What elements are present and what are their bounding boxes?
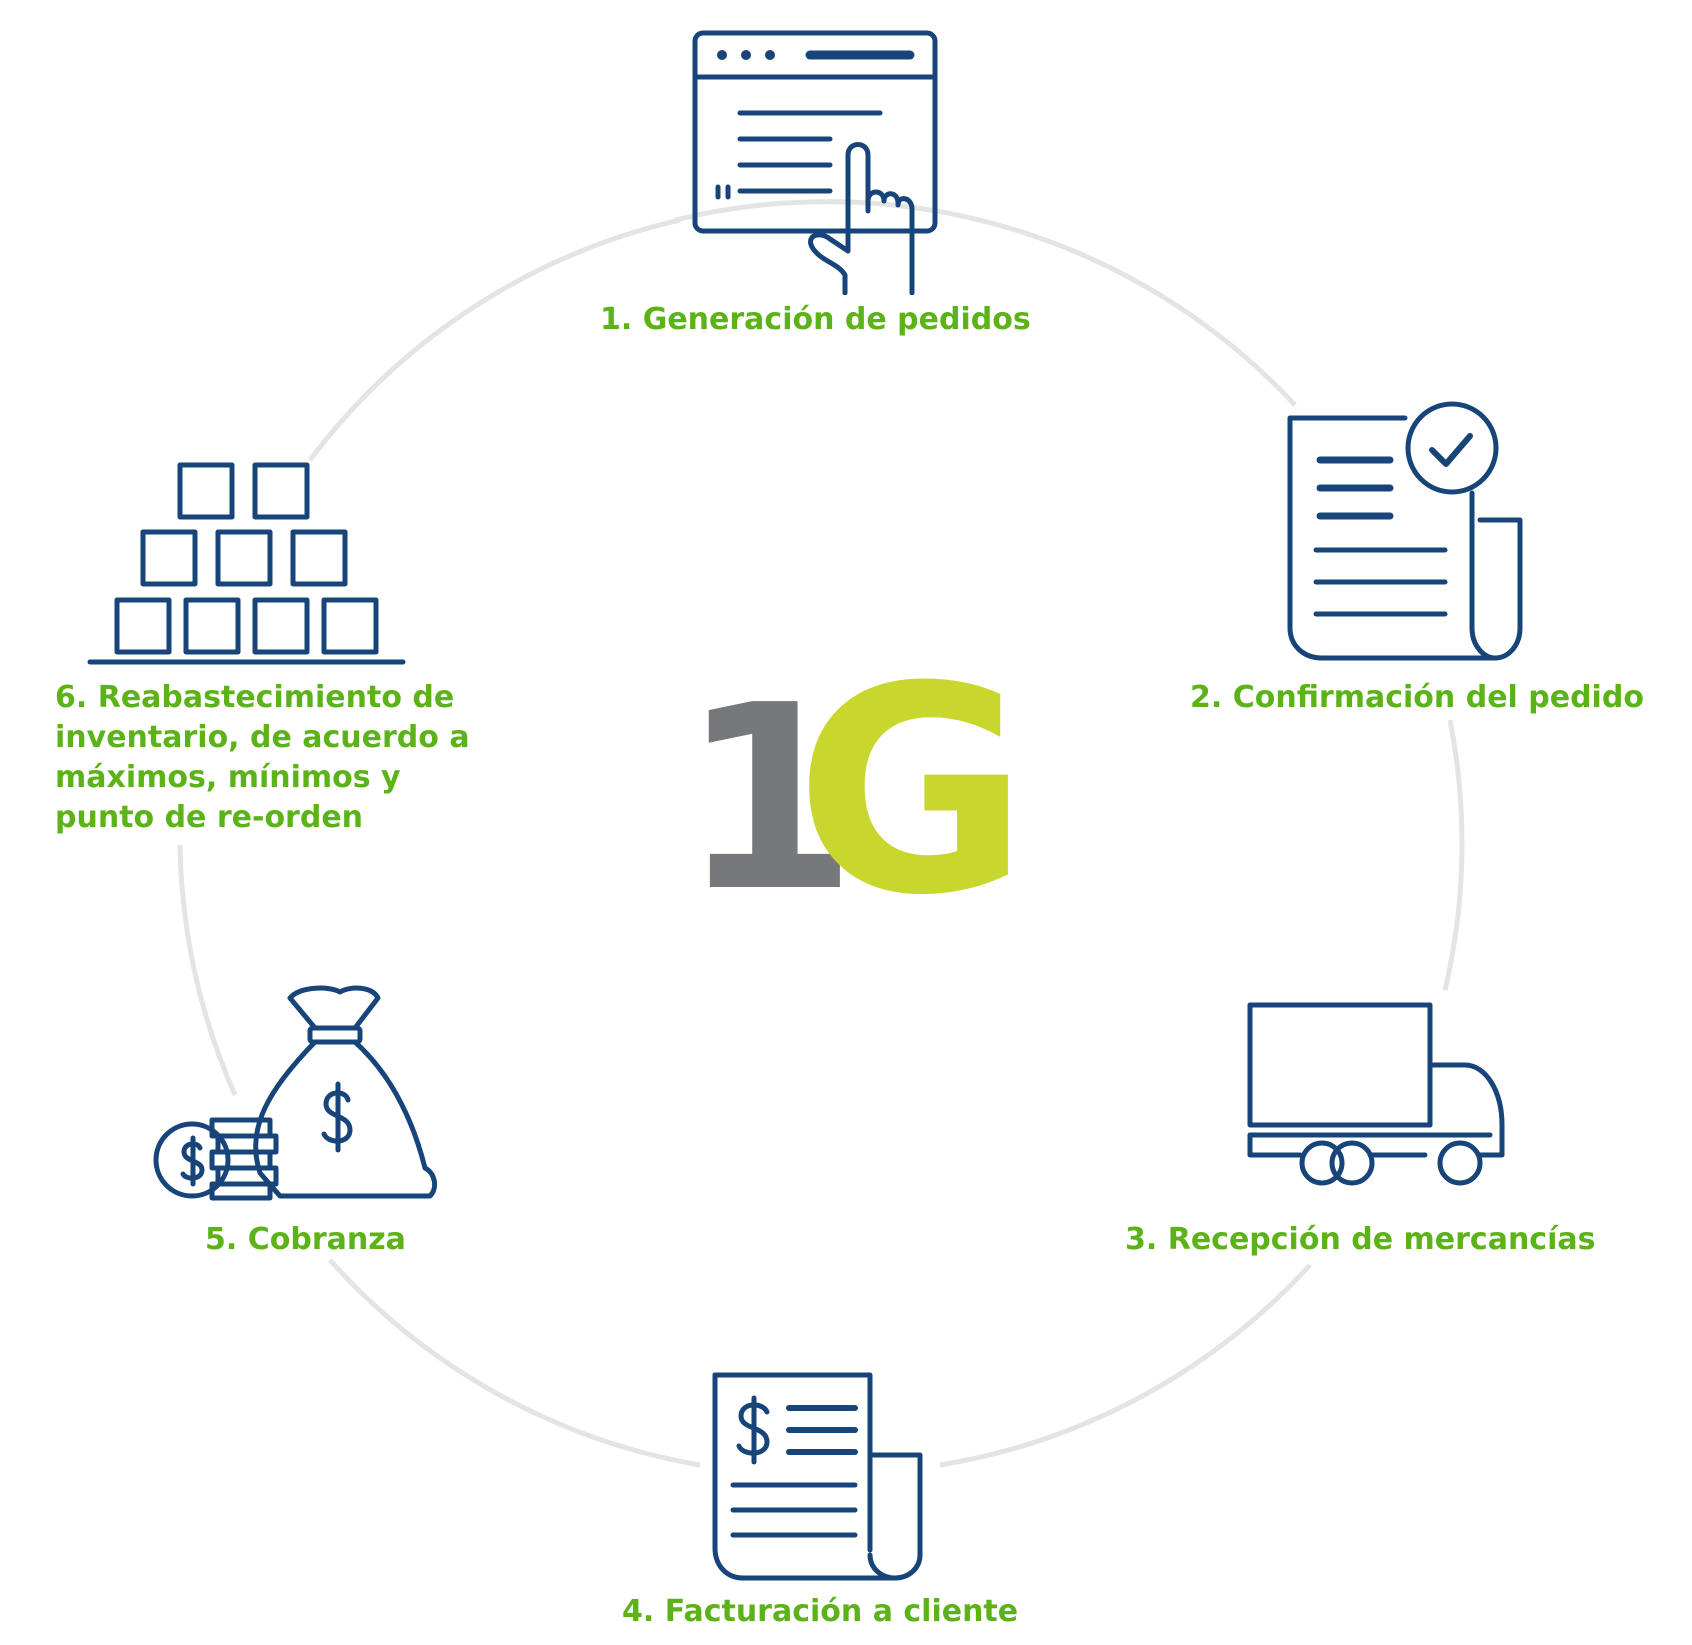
company-logo: 1 G (680, 650, 1030, 950)
stacked-boxes-icon (87, 462, 406, 665)
logo-letter-g: G (795, 626, 1029, 958)
step-6-line-4: punto de re-orden (55, 800, 364, 835)
money-bag-icon (153, 985, 438, 1201)
step-label-2: 2. Confirmación del pedido (1190, 678, 1644, 718)
ring-arc-6-1 (308, 217, 681, 462)
step-label-1: 1. Generación de pedidos (600, 300, 1031, 340)
step-label-6: 6. Reabastecimiento de inventario, de ac… (55, 678, 470, 838)
ring-arc-4-5 (328, 1258, 701, 1468)
ring-arc-3-4 (939, 1263, 1312, 1468)
invoice-icon (712, 1372, 923, 1581)
step-label-3: 3. Recepción de mercancías (1125, 1220, 1595, 1260)
document-check-icon (1287, 401, 1523, 661)
order-form-touch-icon (692, 30, 938, 295)
ring-arc-5-6 (177, 844, 238, 1097)
step-4-text: 4. Facturación a cliente (622, 1594, 1019, 1629)
step-label-4: 4. Facturación a cliente (622, 1592, 1018, 1632)
ring-arc-2-3 (1442, 719, 1465, 991)
step-6-line-2: inventario, de acuerdo a (55, 720, 470, 755)
step-3-text: 3. Recepción de mercancías (1125, 1222, 1596, 1257)
step-6-line-1: 6. Reabastecimiento de (55, 680, 455, 715)
ring-arc-1-2 (674, 199, 1297, 407)
step-1-text: 1. Generación de pedidos (600, 302, 1031, 337)
delivery-truck-icon (1247, 1002, 1505, 1186)
step-label-5: 5. Cobranza (205, 1220, 406, 1260)
step-2-text: 2. Confirmación del pedido (1190, 680, 1644, 715)
step-6-line-3: máximos, mínimos y (55, 760, 401, 795)
logo-digit-one: 1 (680, 651, 857, 948)
step-5-text: 5. Cobranza (205, 1222, 406, 1257)
